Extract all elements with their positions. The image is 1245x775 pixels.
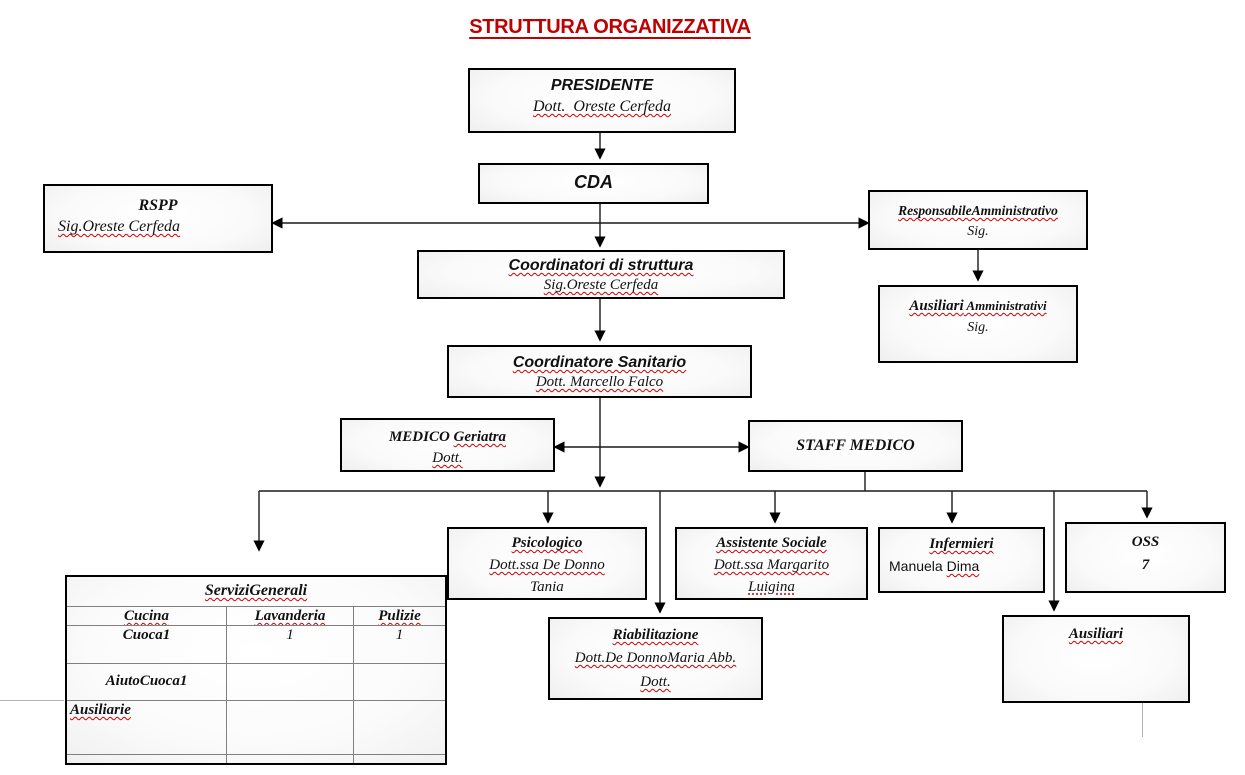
node-responsabile-amministrativo: ResponsabileAmministrativo Sig. (868, 190, 1088, 250)
node-responsabile-amministrativo-title: ResponsabileAmministrativo (898, 203, 1058, 218)
node-assistente-sociale-line3: Luigina (748, 579, 795, 595)
table-cell (353, 663, 445, 700)
page-title: STRUTTURA ORGANIZZATIVA (469, 16, 751, 38)
table-header-lavanderia: Lavanderia (226, 606, 353, 625)
node-rspp: RSPP Sig.Oreste Cerfeda (43, 184, 273, 253)
node-coordinatore-sanitario-title: Coordinatore Sanitario (512, 354, 687, 371)
node-presidente: PRESIDENTE Dott. Oreste Cerfeda (468, 68, 736, 133)
node-coordinatori-struttura: Coordinatori di struttura Sig.Oreste Cer… (417, 250, 785, 299)
table-cell (67, 754, 226, 763)
node-medico-geriatra: MEDICO Geriatra Dott. (340, 418, 555, 472)
node-psicologico-line2: Dott.ssa De Donno (489, 557, 605, 573)
node-oss: OSS 7 (1065, 522, 1226, 593)
table-cell: Ausiliarie (67, 700, 226, 754)
table-cell (353, 700, 445, 754)
node-ausiliari: Ausiliari (1002, 615, 1190, 703)
node-psicologico-line3: Tania (530, 579, 564, 595)
node-medico-geriatra-title: MEDICO Geriatra (342, 426, 553, 448)
node-cda-title: CDA (574, 172, 613, 192)
node-presidente-subtitle: Dott. Oreste Cerfeda (532, 98, 672, 115)
node-infermieri: Infermieri Manuela Dima (878, 527, 1045, 593)
node-psicologico: Psicologico Dott.ssa De Donno Tania (447, 527, 647, 600)
table-header-cucina: Cucina (67, 606, 226, 625)
node-staff-medico: STAFF MEDICO (748, 420, 963, 472)
node-assistente-sociale-title: Assistente Sociale (716, 535, 827, 551)
node-medico-geriatra-subtitle: Dott. (432, 450, 463, 466)
table-cell: Cuoca1 (67, 625, 226, 663)
node-riabilitazione-line3: Dott. (640, 674, 671, 690)
node-riabilitazione-title: Riabilitazione (612, 627, 699, 643)
node-assistente-sociale-line2: Dott.ssa Margarito (713, 557, 830, 573)
table-cell (226, 754, 353, 763)
node-rspp-title: RSPP (138, 197, 178, 214)
table-cell: 1 (226, 625, 353, 663)
node-responsabile-amministrativo-subtitle: Sig. (967, 224, 989, 239)
servizi-generali-table: ServiziGenerali Cucina Lavanderia Pulizi… (65, 575, 447, 765)
table-title: ServiziGenerali (204, 582, 308, 599)
node-medico-geriatra-title-main: MEDICO (388, 429, 454, 445)
node-psicologico-title: Psicologico (511, 535, 583, 551)
table-cell (226, 663, 353, 700)
node-infermieri-name-wavy: Dima (946, 558, 980, 574)
node-infermieri-title: Infermieri (929, 536, 994, 552)
faint-line-vertical (1142, 703, 1143, 737)
node-ausiliari-amministrativi-subtitle: Sig. (967, 320, 989, 335)
node-riabilitazione: Riabilitazione Dott.De DonnoMaria Abb. D… (548, 617, 763, 700)
node-rspp-subtitle: Sig.Oreste Cerfeda (58, 218, 181, 235)
node-infermieri-name-plain: Manuela (889, 558, 947, 574)
table-cell: AiutoCuoca1 (67, 663, 226, 700)
node-ausiliari-amministrativi-title-small: Amministrativi (963, 298, 1047, 313)
node-assistente-sociale: Assistente Sociale Dott.ssa Margarito Lu… (675, 527, 868, 600)
table-cell (226, 700, 353, 754)
node-ausiliari-amministrativi: Ausiliari Amministrativi Sig. (878, 285, 1078, 363)
node-riabilitazione-line2: Dott.De DonnoMaria Abb. (574, 650, 737, 666)
node-ausiliari-amministrativi-title: Ausiliari Amministrativi (880, 295, 1076, 317)
node-coordinatori-struttura-subtitle: Sig.Oreste Cerfeda (543, 277, 659, 293)
table-cell (353, 754, 445, 763)
table-cell: 1 (353, 625, 445, 663)
node-ausiliari-amministrativi-title-main: Ausiliari (909, 298, 964, 314)
faint-line-horizontal (0, 700, 64, 701)
node-oss-title: OSS (1131, 534, 1160, 550)
node-oss-count: 7 (1141, 557, 1150, 573)
node-ausiliari-title: Ausiliari (1068, 626, 1124, 642)
node-infermieri-name: Manuela Dima (880, 555, 1043, 577)
table-header-pulizie: Pulizie (353, 606, 445, 625)
node-staff-medico-title: STAFF MEDICO (796, 437, 915, 454)
node-coordinatori-struttura-title: Coordinatori di struttura (508, 257, 694, 274)
node-cda: CDA (478, 163, 709, 204)
node-presidente-title: PRESIDENTE (550, 77, 654, 94)
node-coordinatore-sanitario: Coordinatore Sanitario Dott. Marcello Fa… (447, 345, 752, 398)
node-coordinatore-sanitario-subtitle: Dott. Marcello Falco (535, 374, 664, 390)
node-medico-geriatra-title-wavy: Geriatra (453, 429, 507, 445)
